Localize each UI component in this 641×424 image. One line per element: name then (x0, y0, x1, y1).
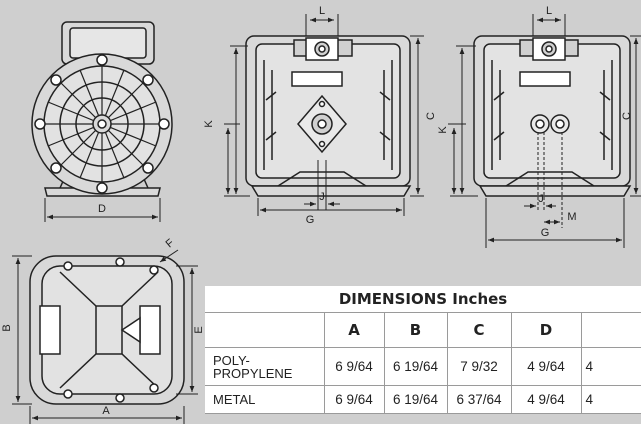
cell-metal-d: 4 9/64 (511, 385, 582, 414)
dim-label-alt-g: G (541, 227, 550, 239)
cell-poly-d: 4 9/64 (511, 347, 582, 386)
dim-label-d: D (98, 203, 106, 215)
dimension-top-f (159, 249, 179, 263)
dimension-alt-j (537, 132, 563, 228)
dim-label-alt-l: L (546, 5, 552, 17)
dimension-front-k (224, 45, 250, 197)
cell-metal-b: 6 19/64 (384, 385, 448, 414)
header-col-cut (581, 312, 641, 348)
dim-label-a: A (102, 405, 110, 417)
dim-label-alt-c: C (621, 112, 633, 120)
dimension-top-b (12, 255, 32, 405)
dimension-front-l (305, 14, 339, 36)
dimension-alt-l (532, 14, 566, 36)
dim-label-front-c: C (425, 112, 437, 120)
dimension-top-e (176, 265, 198, 395)
dimension-alt-k (450, 45, 478, 197)
dimension-alt-g (485, 198, 625, 248)
header-material (205, 312, 325, 348)
dimensions-table: DIMENSIONS Inches A B C D POLY- PROPYLEN… (205, 286, 641, 414)
dim-label-alt-k: K (437, 126, 449, 134)
header-col-d: D (511, 312, 582, 348)
cell-metal-c: 6 37/64 (447, 385, 512, 414)
dimension-alt-jm-arrows (524, 203, 560, 225)
cell-poly-c: 7 9/32 (447, 347, 512, 386)
dimension-alt-i (448, 123, 466, 194)
table-row: POLY- PROPYLENE 6 9/64 6 19/64 7 9/32 4 … (205, 347, 641, 386)
dim-label-front-j: J (319, 191, 325, 203)
dim-label-front-k: K (203, 120, 215, 128)
dimension-front-i (224, 123, 240, 194)
header-col-a: A (324, 312, 385, 348)
header-col-c: C (447, 312, 512, 348)
cell-metal-cut: 4 (581, 385, 641, 414)
dimensions-table-header: A B C D (205, 312, 641, 348)
dim-label-alt-j: J (538, 193, 544, 205)
table-row: METAL 6 9/64 6 19/64 6 37/64 4 9/64 4 (205, 385, 641, 414)
pump-top-view (29, 255, 185, 405)
pump-side-view (31, 21, 173, 197)
dim-label-front-g: G (306, 214, 315, 226)
dim-label-front-l: L (319, 5, 325, 17)
dimension-front-j (304, 160, 340, 210)
pump-front-view-alt (473, 35, 632, 197)
dim-label-f: F (164, 237, 177, 251)
cell-metal-a: 6 9/64 (324, 385, 385, 414)
dim-label-alt-m: M (567, 211, 576, 223)
dim-label-b: B (1, 324, 13, 331)
dimension-alt-c (630, 35, 641, 197)
dimension-front-g (257, 198, 405, 216)
header-col-b: B (384, 312, 448, 348)
dimensions-table-title: DIMENSIONS Inches (205, 286, 641, 313)
dimension-d (44, 198, 161, 222)
dimension-top-a (29, 406, 185, 424)
dimension-front-c (410, 35, 424, 197)
cell-poly-b: 6 19/64 (384, 347, 448, 386)
pump-front-view (245, 35, 412, 197)
dim-label-e: E (193, 326, 205, 333)
row-material-polypropylene: POLY- PROPYLENE (205, 347, 325, 386)
cell-poly-cut: 4 (581, 347, 641, 386)
row-material-metal: METAL (205, 385, 325, 414)
cell-poly-a: 6 9/64 (324, 347, 385, 386)
